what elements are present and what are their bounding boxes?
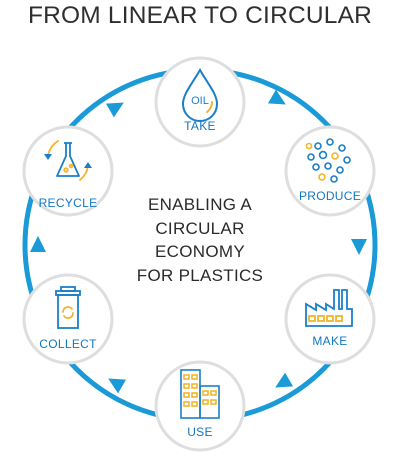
node-make xyxy=(284,273,376,365)
arrow-collect-recycle xyxy=(30,236,46,252)
step-label-produce: PRODUCE xyxy=(298,189,362,203)
step-label-collect: COLLECT xyxy=(39,337,97,351)
center-line: FOR PLASTICS xyxy=(136,265,264,285)
molecules-icon xyxy=(305,138,351,183)
arrow-use-collect xyxy=(108,378,127,394)
center-line: CIRCULAR xyxy=(155,218,245,238)
arrow-recycle-take xyxy=(105,102,124,118)
node-collect xyxy=(22,273,114,365)
step-label-recycle: RECYCLE xyxy=(38,196,98,210)
step-label-make: MAKE xyxy=(312,334,348,348)
center-line: ENABLING A xyxy=(147,195,253,214)
step-label-use: USE xyxy=(187,425,213,439)
center-caption: ENABLING A CIRCULAR ECONOMY FOR PLASTICS xyxy=(110,193,290,287)
flask-recycle-icon xyxy=(44,140,92,181)
recycling-bin-icon xyxy=(55,286,81,329)
factory-icon xyxy=(305,289,353,327)
arrow-take-produce xyxy=(267,89,286,105)
oil-drop-icon: OIL xyxy=(181,67,219,122)
node-take xyxy=(154,56,246,148)
arrow-make-use xyxy=(275,372,294,388)
buildings-icon xyxy=(180,369,220,419)
arrow-produce-make xyxy=(351,239,367,255)
center-line: ECONOMY xyxy=(155,242,245,261)
step-label-take: TAKE xyxy=(184,119,216,133)
oil-drop-text: OIL xyxy=(191,95,209,107)
page-title: FROM LINEAR TO CIRCULAR xyxy=(27,2,373,29)
